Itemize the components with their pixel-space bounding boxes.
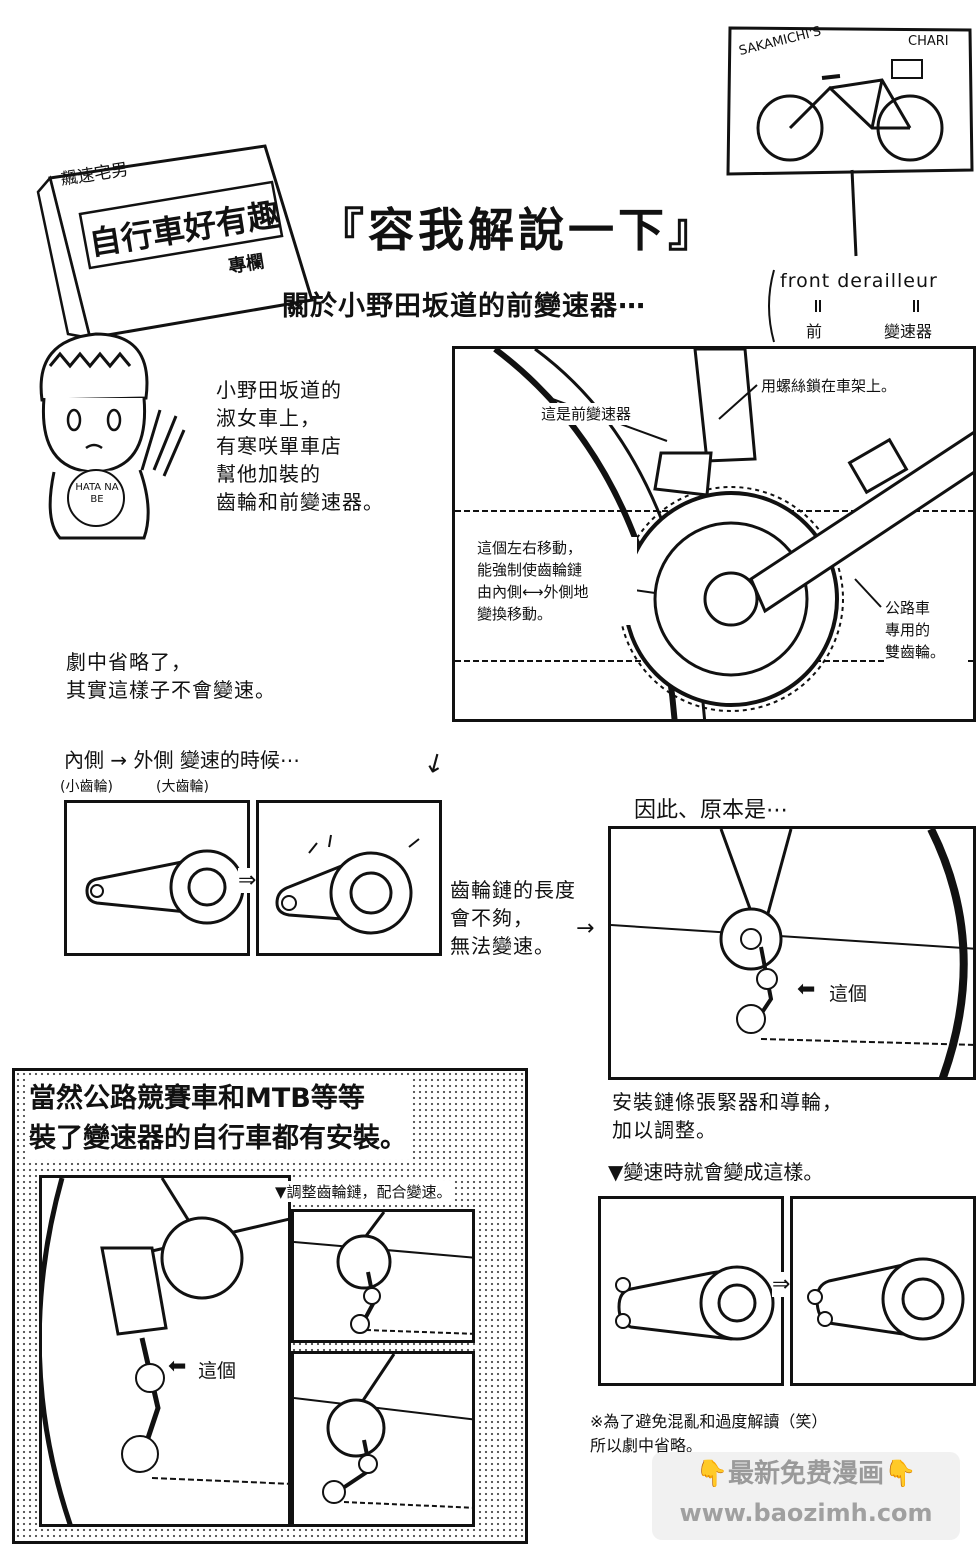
box-pointer-label: 這個 bbox=[198, 1356, 237, 1383]
result-big-panel bbox=[790, 1196, 976, 1386]
page-subtitle: 關於小野田坂道的前變速器⋯ bbox=[282, 291, 646, 322]
label-bolt: 用螺絲鎖在車架上。 bbox=[761, 375, 897, 397]
character-illustration: HATA NA BE bbox=[14, 320, 194, 540]
watermark-line2: www.baozimh.com bbox=[679, 1499, 933, 1527]
front-derailleur-panel: 這是前變速器 用螺絲鎖在車架上。 這個左右移動， 能強制使齒輪鏈 由內側⟷外側地… bbox=[452, 346, 976, 722]
label-double-gear: 公路車 專用的 雙齒輪。 bbox=[885, 597, 965, 663]
result-small-panel bbox=[598, 1196, 784, 1386]
character-shirt-text: HATA NA BE bbox=[75, 482, 119, 505]
bike-sign-illustration: SAKAMICHI'S CHARI bbox=[722, 18, 978, 258]
omission-text: 劇中省略了， 其實這樣子不會變速。 bbox=[66, 650, 276, 702]
big-gear-label: (大齒輪) bbox=[156, 779, 209, 795]
box-main-panel: ⬅ 這個 bbox=[39, 1175, 291, 1527]
footnote: ※為了避免混亂和過度解讀（笑） 所以劇中省略。 bbox=[590, 1412, 828, 1455]
box-heading: 當然公路競賽車和MTB等等 裝了變速器的自行車都有安裝。 bbox=[25, 1079, 411, 1159]
label-move: 這個左右移動， 能強制使齒輪鏈 由內側⟷外側地 變換移動。 bbox=[477, 537, 637, 625]
watermark: 👇最新免费漫画👇 www.baozimh.com bbox=[652, 1452, 960, 1540]
derailleur-info-box: 當然公路競賽車和MTB等等 裝了變速器的自行車都有安裝。 ⬅ 這個 ▼調整齒輪鏈… bbox=[12, 1068, 528, 1544]
box-sub-panel-2 bbox=[291, 1351, 475, 1527]
box-sub-caption: ▼調整齒輪鏈，配合變速。 bbox=[275, 1181, 452, 1202]
term-part1: 前 bbox=[806, 322, 823, 341]
page-title: 『容我解說一下』 bbox=[318, 203, 718, 257]
watermark-line1: 👇最新免费漫画👇 bbox=[695, 1459, 917, 1489]
term-english: front derailleur bbox=[780, 270, 938, 292]
rear-intro: 因此、原本是⋯ bbox=[634, 798, 789, 823]
column-sign: 飆速宅男 自行車好有趣 專欄 bbox=[20, 138, 320, 343]
rear-pointer-label: 這個 bbox=[829, 979, 868, 1006]
sign-line3: 專欄 bbox=[226, 251, 266, 278]
label-derailleur: 這是前變速器 bbox=[541, 403, 632, 425]
arrow-down-icon: ↙ bbox=[417, 744, 452, 782]
rear-result: ▼變速時就會變成這樣。 bbox=[608, 1160, 824, 1184]
arrow-right-icon-3: ⇒ bbox=[772, 1272, 791, 1297]
chain-big-panel bbox=[256, 800, 442, 956]
shift-label: 內側 → 外側 變速的時候⋯ bbox=[64, 748, 300, 772]
rear-caption: 安裝鏈條張緊器和導輪， 加以調整。 bbox=[612, 1090, 843, 1142]
term-definition: front derailleur 前 變速器 bbox=[764, 266, 976, 346]
arrow-right-icon-2: → bbox=[576, 916, 595, 941]
rear-derailleur-panel: 這個 ⬅ bbox=[608, 826, 976, 1080]
chain-small-panel bbox=[64, 800, 250, 956]
box-pointer-arrow-icon: ⬅ bbox=[168, 1354, 187, 1379]
bike-sign-right-text: CHARI bbox=[908, 34, 949, 49]
pointer-arrow-icon: ⬅ bbox=[797, 977, 816, 1002]
small-gear-label: (小齒輪) bbox=[60, 779, 113, 795]
box-sub-panel-1 bbox=[291, 1209, 475, 1343]
chain-length-text: 齒輪鏈的長度 會不夠， 無法變速。 bbox=[450, 878, 576, 958]
intro-text: 小野田坂道的 淑女車上， 有寒咲單車店 幫他加裝的 齒輪和前變速器。 bbox=[216, 378, 384, 514]
term-part2: 變速器 bbox=[884, 322, 933, 341]
arrow-right-icon: ⇒ bbox=[238, 868, 257, 893]
